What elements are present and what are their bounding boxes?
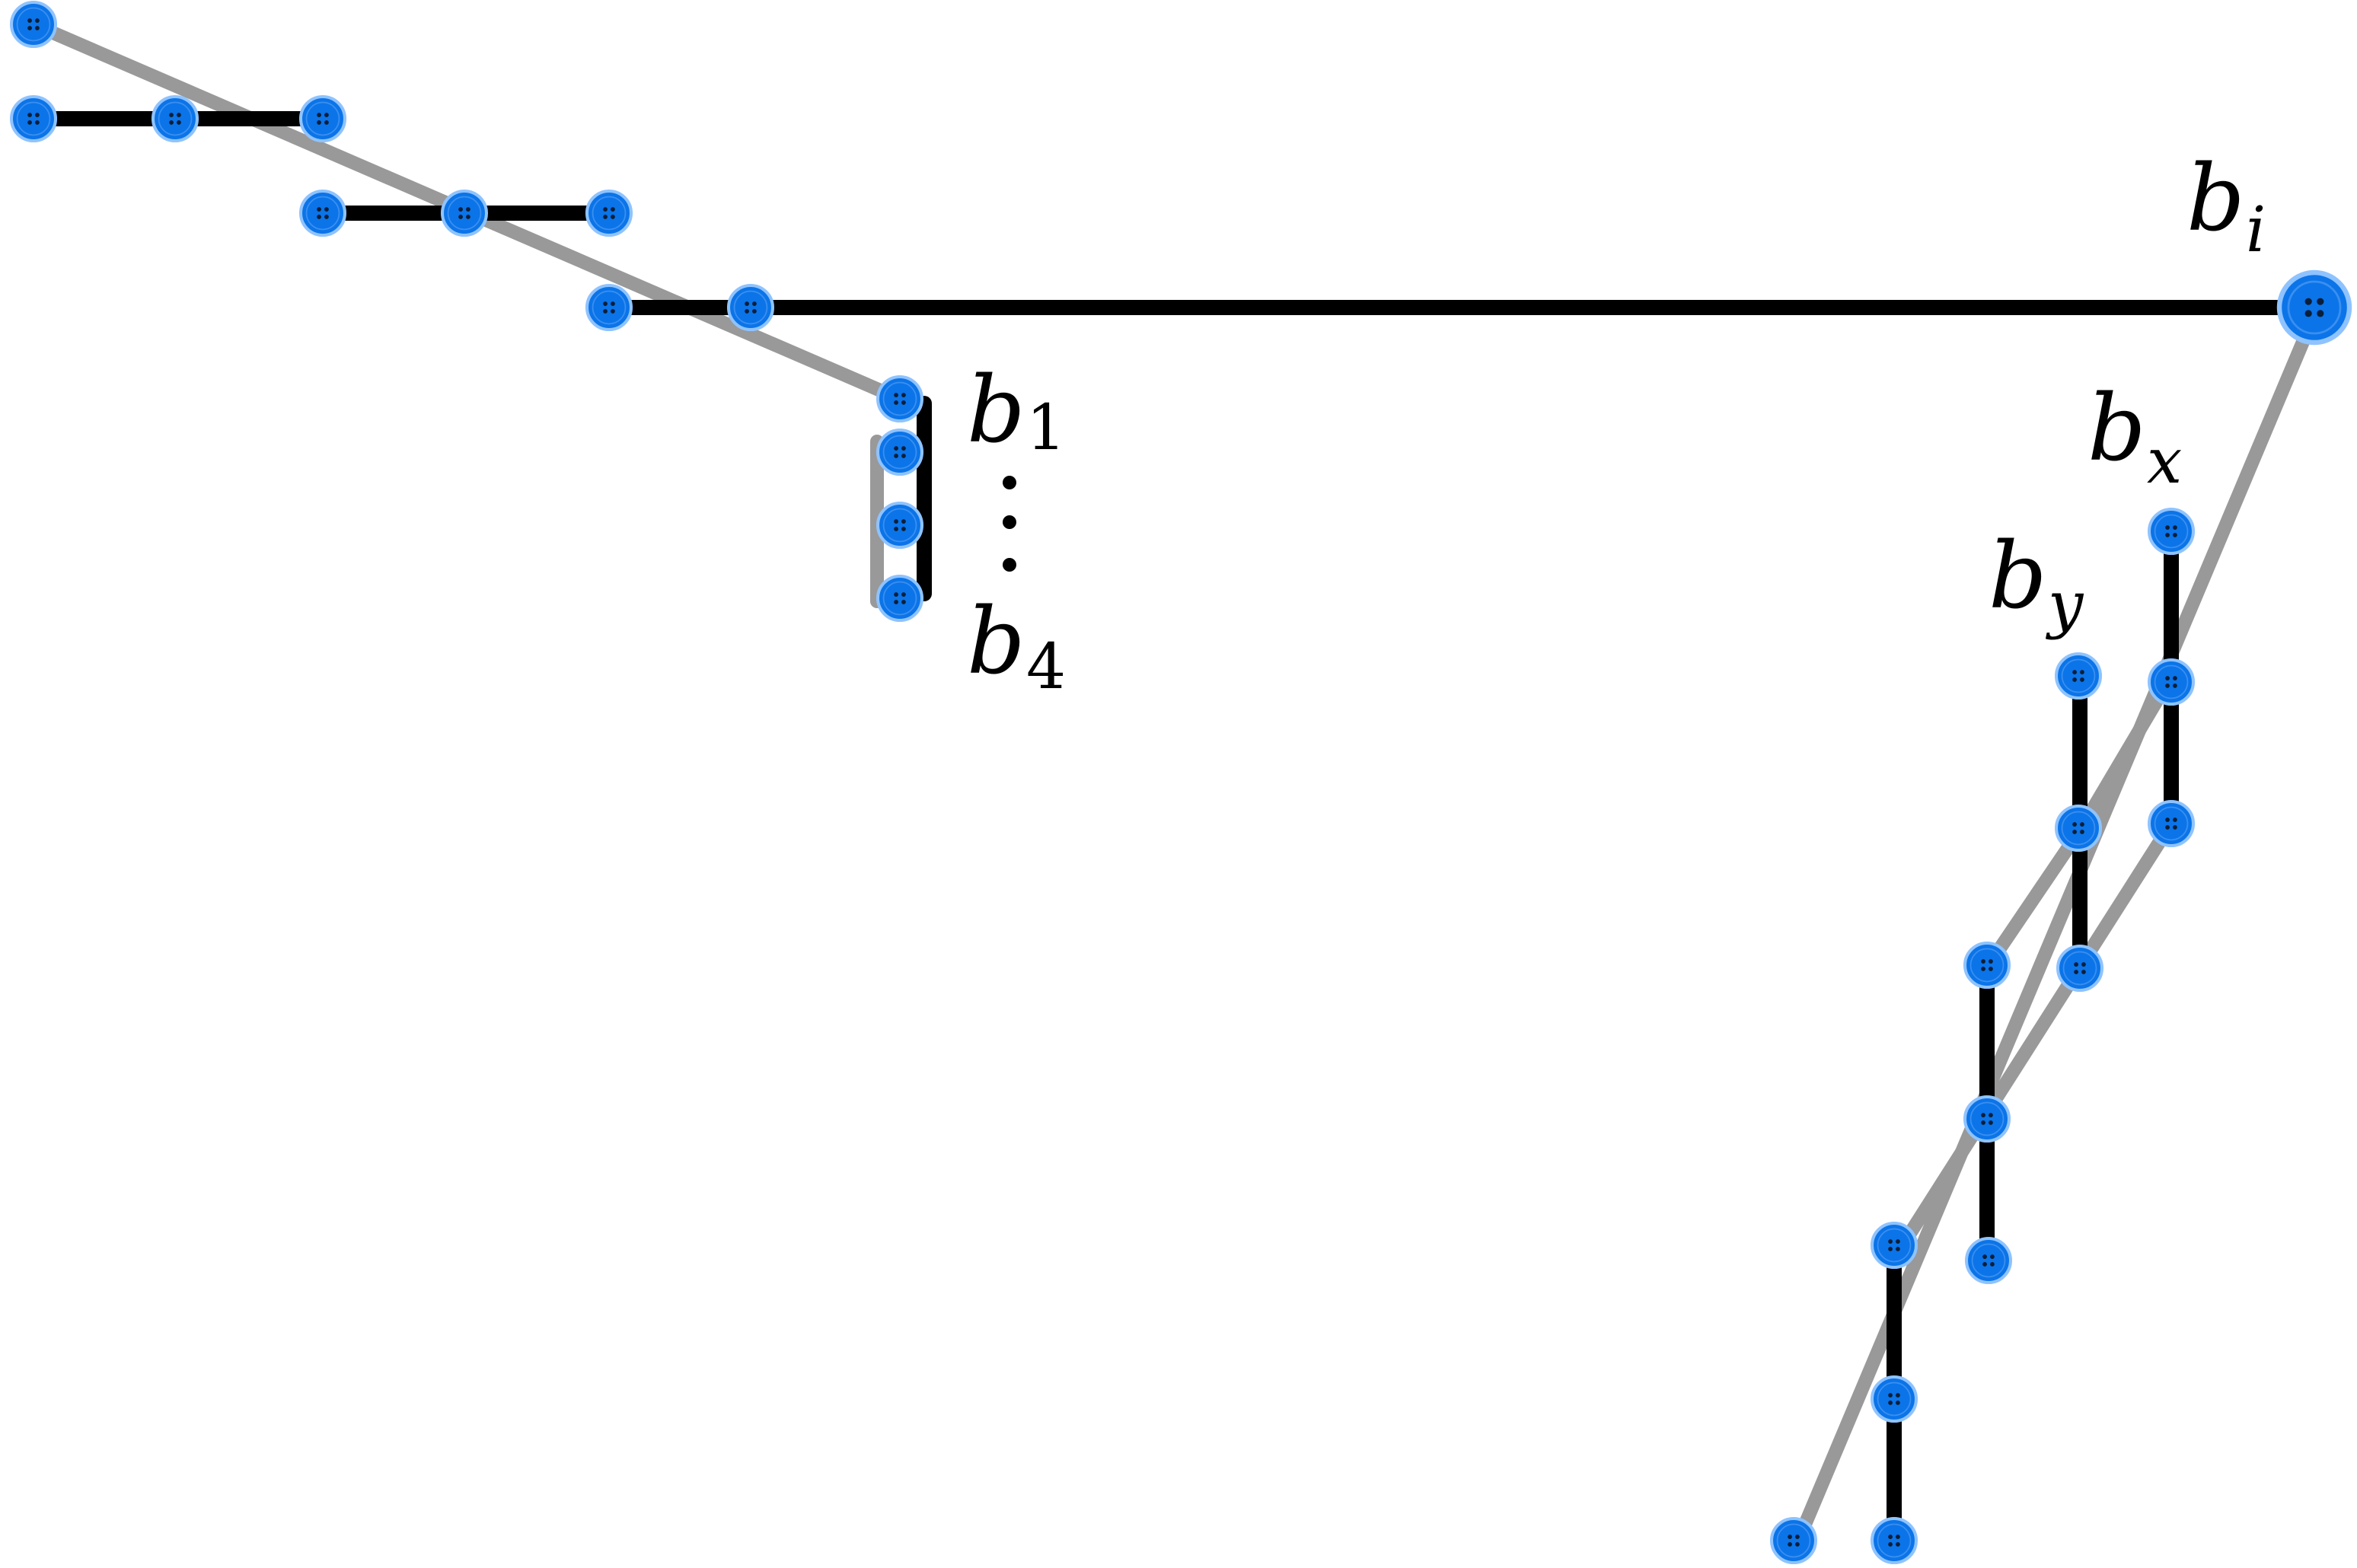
sewing-button-icon — [1963, 941, 2011, 990]
sewing-button-icon — [9, 0, 58, 49]
label-b-x-sub: x — [2147, 425, 2182, 498]
label-b-y-base: b — [1989, 524, 2047, 629]
sewing-button-icon — [585, 283, 633, 332]
label-b-x: b x — [2087, 376, 2182, 498]
grey-thread — [1889, 817, 2178, 1263]
sewing-button-icon — [1769, 1516, 1818, 1565]
sewing-button-icon — [1870, 1221, 1918, 1270]
sewing-button-icon — [2276, 269, 2352, 346]
label-b-1: b 1 — [967, 358, 1066, 464]
label-b-4-base: b — [967, 589, 1025, 695]
sewing-button-icon — [2056, 944, 2104, 993]
sewing-button-icon — [298, 94, 347, 143]
sewing-button-icon — [876, 501, 924, 550]
sewing-button-icon — [585, 189, 633, 237]
label-b-1-sub: 1 — [1026, 392, 1066, 464]
sewing-button-icon — [2147, 799, 2196, 848]
label-b-4-sub: 4 — [1026, 631, 1066, 703]
sewing-button-icon — [876, 574, 924, 623]
grey-thread — [2075, 672, 2177, 835]
vertical-ellipsis-icon — [1003, 476, 1016, 572]
sewing-button-icon — [298, 189, 347, 237]
sewing-button-icon — [2147, 658, 2196, 706]
label-b-y: b y — [1989, 524, 2084, 641]
grey-thread — [1982, 821, 2088, 972]
label-b-x-base: b — [2087, 376, 2146, 482]
grey-thread — [1791, 301, 2324, 1547]
label-b-1-base: b — [967, 358, 1025, 464]
sewing-button-icon — [440, 189, 489, 237]
sewing-button-icon — [1963, 1095, 2011, 1143]
grey-threads — [27, 18, 2324, 1547]
sewing-button-icon — [151, 94, 199, 143]
sewing-button-icon — [876, 374, 924, 423]
sewing-button-icon — [1870, 1375, 1918, 1423]
sewing-button-icon — [2054, 804, 2103, 853]
sewing-button-icon — [2147, 507, 2196, 556]
sewing-button-icon — [726, 283, 775, 332]
sewing-button-icon — [2054, 652, 2103, 700]
black-threads — [26, 111, 2322, 1548]
buttons — [9, 0, 2352, 1565]
label-b-i: b i — [2186, 146, 2266, 266]
sewing-button-icon — [9, 94, 58, 143]
label-b-i-sub: i — [2246, 194, 2266, 266]
sewing-button-icon — [1870, 1516, 1918, 1565]
label-b-y-sub: y — [2045, 569, 2084, 641]
sewing-button-icon — [1964, 1236, 2013, 1285]
sewing-button-icon — [876, 428, 924, 476]
label-b-4: b 4 — [967, 589, 1066, 703]
label-b-i-base: b — [2186, 146, 2245, 252]
